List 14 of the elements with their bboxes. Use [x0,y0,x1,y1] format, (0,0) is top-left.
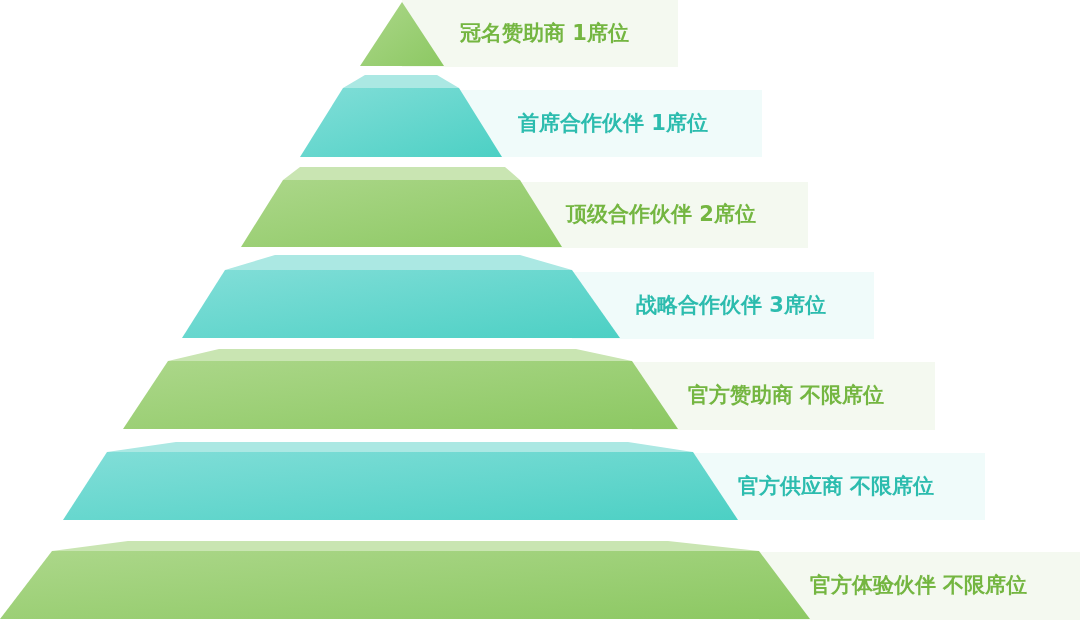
pyramid-tier [63,442,985,520]
pyramid-tier [300,75,762,157]
pyramid-tier [241,167,808,248]
pyramid-tier [0,541,1080,620]
tier-label: 顶级合作伙伴 2席位 [566,202,756,228]
tier-label: 战略合作伙伴 3席位 [636,292,826,319]
pyramid-tier [182,255,874,339]
pyramid-tier [360,0,678,67]
tier-label: 官方供应商 不限席位 [738,473,935,500]
tier-label: 首席合作伙伴 1席位 [518,110,708,137]
tier-label: 冠名赞助商 1席位 [460,20,629,47]
tier-label: 官方体验伙伴 不限席位 [810,573,1028,599]
pyramid-tier [123,349,935,430]
tier-label: 官方赞助商 不限席位 [688,383,885,409]
